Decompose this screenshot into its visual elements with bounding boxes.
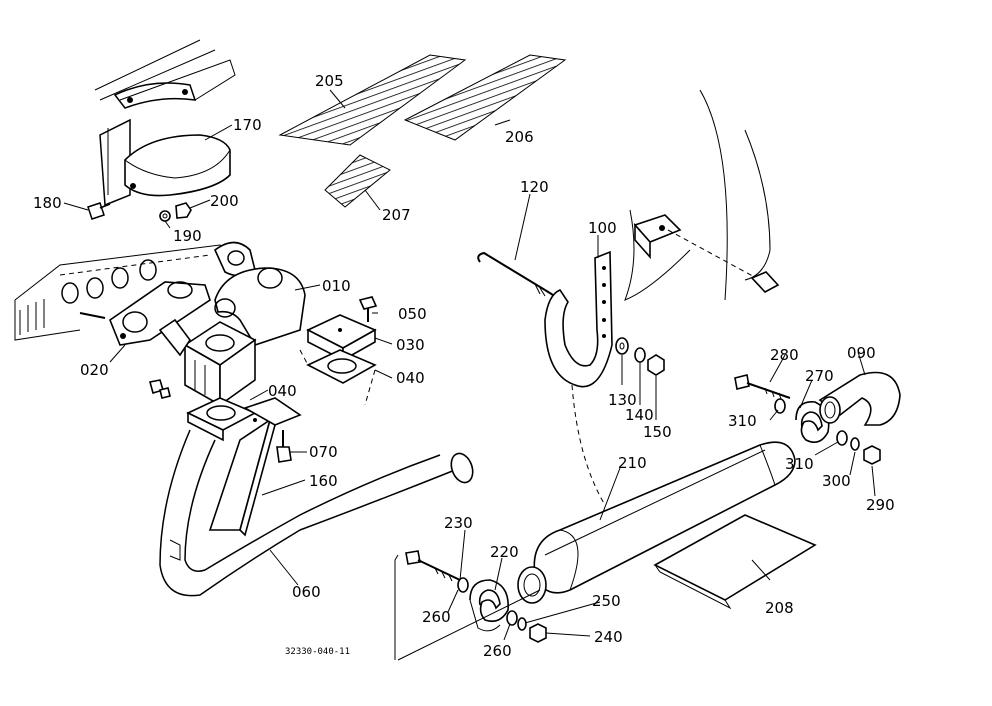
callout-207: 207 <box>382 206 411 224</box>
gasket-020 <box>109 241 256 346</box>
support-bracket-160 <box>208 397 302 537</box>
callout-150: 150 <box>643 423 672 441</box>
callout-240: 240 <box>594 628 623 646</box>
dashed-guide-030 <box>299 349 376 406</box>
bolt-070 <box>276 430 292 463</box>
bolt-280 <box>734 374 791 400</box>
washer-260-upper <box>457 577 469 593</box>
seal-strip-205 <box>278 54 467 146</box>
washer-310-upper <box>774 398 786 414</box>
callout-130: 130 <box>608 391 637 409</box>
drawing-code: 32330-040-11 <box>285 647 350 657</box>
callout-170: 170 <box>233 116 262 134</box>
bolt-230 <box>405 550 461 582</box>
callout-010: 010 <box>322 277 351 295</box>
gasket-040-upper <box>306 349 377 384</box>
callout-120: 120 <box>520 178 549 196</box>
washer-130 <box>615 337 629 355</box>
callout-310-lower: 310 <box>785 455 814 473</box>
nut-150 <box>647 354 665 376</box>
callout-270: 270 <box>805 367 834 385</box>
frame-bracket-drawing <box>94 39 236 207</box>
washer-310-lower <box>836 430 848 446</box>
callout-290: 290 <box>866 496 895 514</box>
callout-250: 250 <box>592 592 621 610</box>
mounting-bracket <box>633 214 780 293</box>
stud-bolt <box>79 312 106 319</box>
callout-206: 206 <box>505 128 534 146</box>
callout-205: 205 <box>315 72 344 90</box>
callout-180: 180 <box>33 194 62 212</box>
nut-cluster <box>149 379 171 399</box>
nut-290 <box>863 445 881 465</box>
cab-frame-drawing <box>624 89 771 301</box>
flange-block <box>158 318 257 407</box>
hook-bolt-120 <box>477 251 554 297</box>
callout-190: 190 <box>173 227 202 245</box>
washer-250 <box>517 617 527 631</box>
washer-260-lower <box>506 610 518 626</box>
callout-040-upper: 040 <box>396 369 425 387</box>
callout-090: 090 <box>847 344 876 362</box>
callout-030: 030 <box>396 336 425 354</box>
leader-lines <box>63 89 876 641</box>
callout-070: 070 <box>309 443 338 461</box>
callout-208: 208 <box>765 599 794 617</box>
seal-strip-206 <box>403 54 567 141</box>
strap-clamp-100 <box>544 250 613 388</box>
exhaust-pipe-060 <box>159 429 474 597</box>
callout-260-lower: 260 <box>483 642 512 660</box>
callout-260-upper: 260 <box>422 608 451 626</box>
callout-280: 280 <box>770 346 799 364</box>
bolt-050 <box>358 296 378 322</box>
tail-pipe-090 <box>818 371 901 426</box>
seal-strip-207 <box>324 154 391 208</box>
clamp-220 <box>469 579 509 632</box>
callout-200: 200 <box>210 192 239 210</box>
nut-200 <box>175 202 192 219</box>
exhaust-elbow-010 <box>214 267 306 346</box>
callout-040-lower: 040 <box>268 382 297 400</box>
callout-230: 230 <box>444 514 473 532</box>
muffler-210 <box>517 441 796 604</box>
callout-220: 220 <box>490 543 519 561</box>
callout-140: 140 <box>625 406 654 424</box>
group-bracket-220 <box>394 554 541 661</box>
callout-300: 300 <box>822 472 851 490</box>
muffler-cover-170 <box>124 134 231 197</box>
nut-240 <box>529 623 547 643</box>
heat-shield-208-edge <box>654 564 732 610</box>
washer-300 <box>850 437 860 451</box>
dashed-guide-muffler <box>571 384 606 506</box>
callout-160: 160 <box>309 472 338 490</box>
heat-shield-208 <box>653 514 817 601</box>
callout-210: 210 <box>618 454 647 472</box>
callout-050: 050 <box>398 305 427 323</box>
washer-190 <box>159 210 171 222</box>
callout-100: 100 <box>588 219 617 237</box>
callout-060: 060 <box>292 583 321 601</box>
gasket-040-lower <box>186 397 257 442</box>
callout-020: 020 <box>80 361 109 379</box>
bolt-180 <box>87 202 111 220</box>
washer-140 <box>634 347 646 363</box>
callout-310-upper: 310 <box>728 412 757 430</box>
